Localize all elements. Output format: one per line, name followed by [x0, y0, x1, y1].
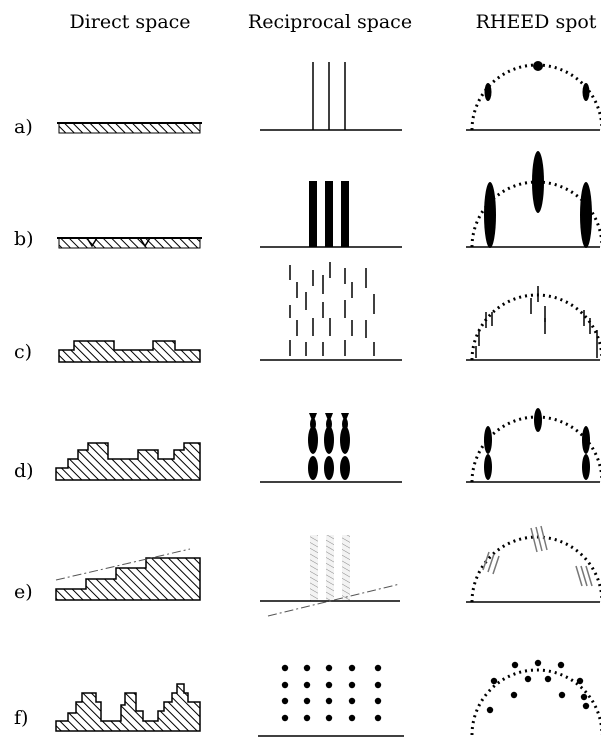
row-b-direct-space — [57, 237, 202, 249]
row-d-reciprocal-space — [260, 413, 402, 483]
header-direct-space: Direct space — [69, 11, 190, 33]
row-f-rheed-spot — [470, 659, 601, 736]
row-label-a: a) — [14, 116, 33, 138]
row-label-d: d) — [14, 460, 34, 482]
row-f-direct-space — [55, 683, 201, 732]
row-label-e: e) — [14, 581, 33, 603]
row-e-rheed-spot — [466, 525, 601, 603]
row-a-direct-space — [57, 122, 202, 134]
row-b-rheed-spot — [466, 151, 601, 248]
row-c-rheed-spot — [466, 286, 601, 361]
row-f-reciprocal-space — [258, 664, 404, 737]
row-c-direct-space — [58, 340, 201, 363]
row-b-reciprocal-space — [260, 181, 402, 248]
row-a-reciprocal-space — [260, 62, 402, 131]
header-reciprocal-space: Reciprocal space — [248, 11, 412, 33]
row-label-f: f) — [14, 707, 28, 729]
row-label-b: b) — [14, 228, 34, 250]
row-e-direct-space — [55, 548, 201, 601]
row-label-c: c) — [14, 341, 32, 363]
header-rheed-spot: RHEED spot — [476, 11, 597, 33]
row-d-direct-space — [55, 442, 201, 481]
row-e-reciprocal-space — [260, 535, 401, 617]
row-a-rheed-spot — [466, 61, 601, 131]
row-c-reciprocal-space — [260, 262, 402, 361]
row-d-rheed-spot — [466, 408, 601, 483]
